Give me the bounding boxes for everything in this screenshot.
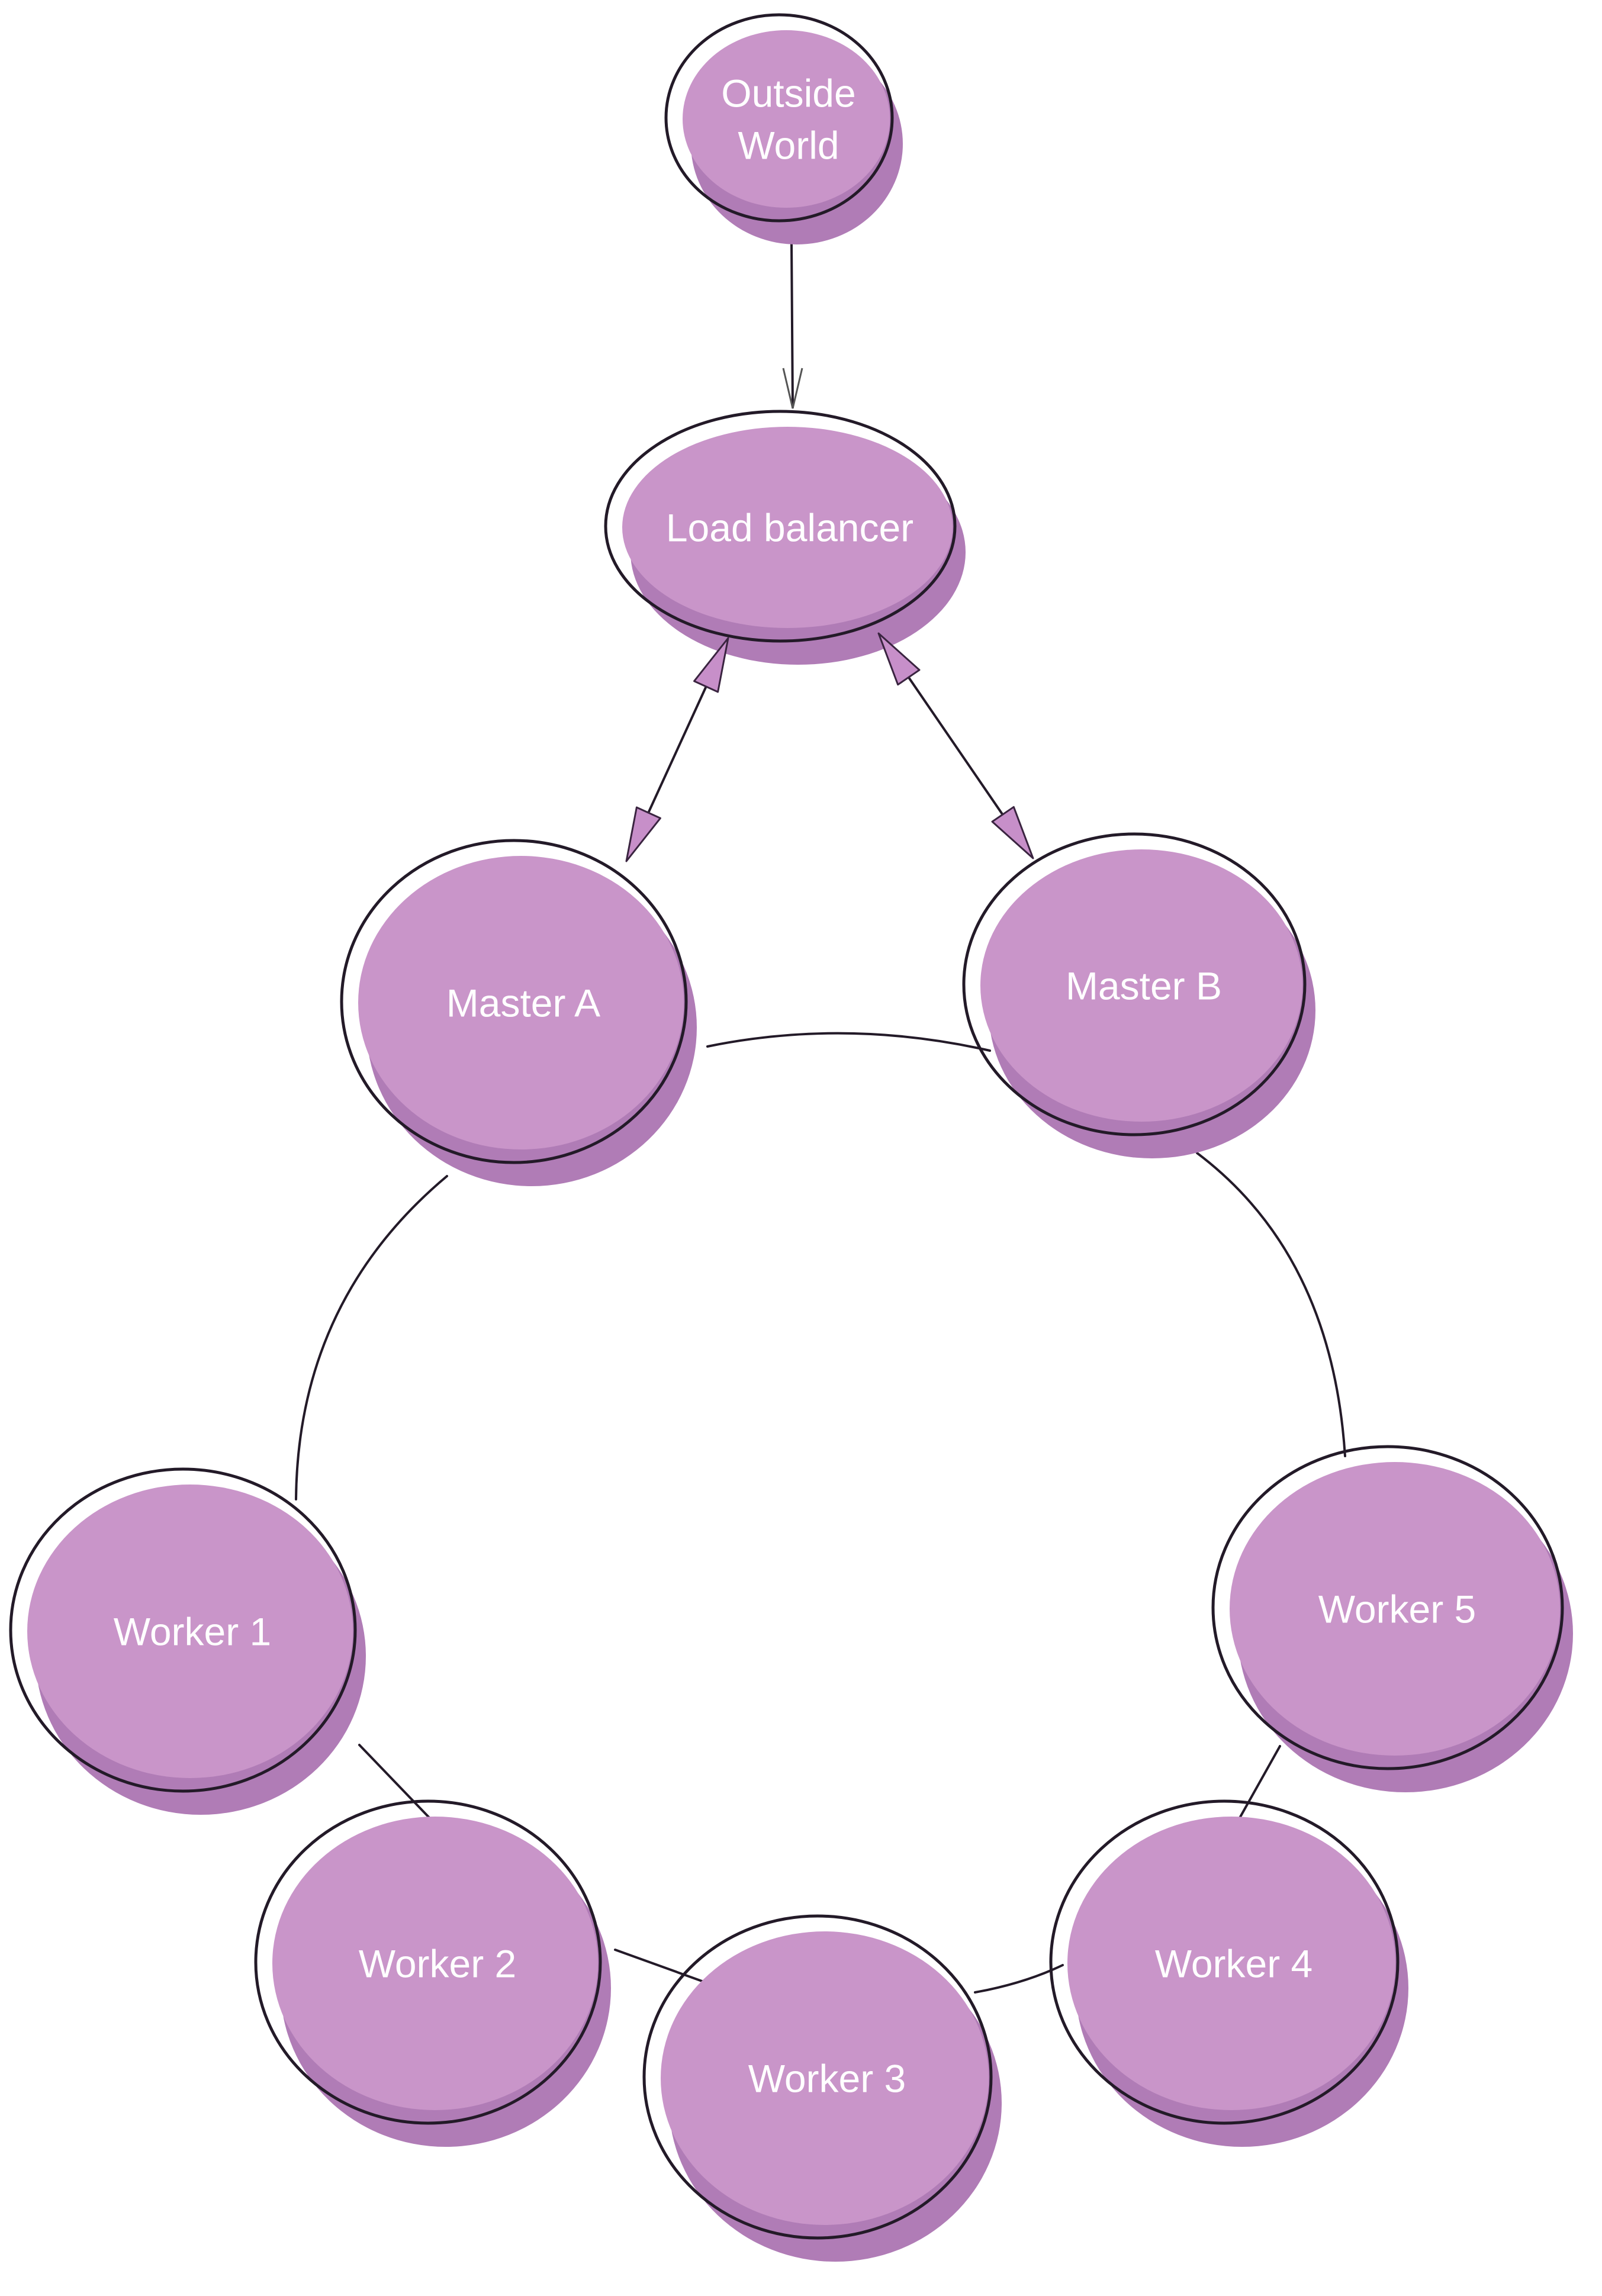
edge-master-a-to-worker-1 <box>295 1175 448 1500</box>
node-label-master-b: Master B <box>1066 964 1222 1007</box>
node-outline <box>642 1914 993 2240</box>
arrows-layer <box>625 368 1034 862</box>
node-worker-4[interactable]: Worker 4 <box>1049 1799 1408 2147</box>
arrowhead-master-b-end-load-balancer-link <box>991 806 1034 859</box>
node-label-worker-1: Worker 1 <box>114 1609 272 1653</box>
node-fill <box>27 1484 353 1778</box>
edge-master-a-to-master-b <box>706 1032 991 1052</box>
node-label-worker-4: Worker 4 <box>1155 1941 1313 1985</box>
node-fill <box>622 427 953 628</box>
edge-worker-4-to-worker-5 <box>1235 1745 1281 1825</box>
node-worker-5[interactable]: Worker 5 <box>1211 1445 1573 1792</box>
arrowhead-load-balancer-end-master-b-link <box>877 632 921 686</box>
node-load-balancer[interactable]: Load balancer <box>604 410 966 665</box>
node-worker-1[interactable]: Worker 1 <box>9 1467 366 1815</box>
node-outline <box>1049 1799 1400 2125</box>
node-fill <box>1067 1817 1395 2110</box>
node-outline <box>962 832 1307 1136</box>
node-fill <box>272 1817 598 2110</box>
arrowhead-master-a-end-load-balancer-link <box>625 806 661 862</box>
node-label-worker-2: Worker 2 <box>359 1941 517 1985</box>
edge-worker-1-to-worker-2 <box>358 1744 434 1822</box>
node-label-outside-world-line-2: World <box>738 123 839 167</box>
arrowhead-load-balancer-end-master-a-link <box>693 637 729 693</box>
node-fill <box>1230 1462 1560 1756</box>
node-worker-2[interactable]: Worker 2 <box>254 1799 611 2147</box>
node-fill <box>980 849 1302 1122</box>
node-fill <box>683 30 890 208</box>
node-master-a[interactable]: Master A <box>340 839 697 1186</box>
node-fill <box>661 1931 989 2225</box>
node-fill <box>358 856 684 1149</box>
edge-worker-3-to-worker-4 <box>974 1964 1064 1994</box>
edge-master-b-to-worker-5 <box>1196 1152 1346 1457</box>
node-master-b[interactable]: Master B <box>962 832 1315 1158</box>
node-outline <box>664 13 894 223</box>
node-label-worker-3: Worker 3 <box>748 2056 906 2100</box>
node-label-load-balancer: Load balancer <box>666 505 913 549</box>
node-outline <box>604 410 957 643</box>
node-outline <box>340 839 688 1164</box>
node-outline <box>254 1799 602 2125</box>
node-label-worker-5: Worker 5 <box>1318 1587 1476 1631</box>
edge-outside-world-to-load-balancer <box>790 243 794 408</box>
arrowhead-outside-world-to-load-balancer <box>782 368 803 409</box>
node-worker-3[interactable]: Worker 3 <box>642 1914 1002 2262</box>
node-outline <box>1211 1445 1564 1770</box>
node-outline <box>9 1467 357 1793</box>
node-label-master-a: Master A <box>446 981 600 1025</box>
node-label-outside-world-line-1: Outside <box>721 71 855 115</box>
